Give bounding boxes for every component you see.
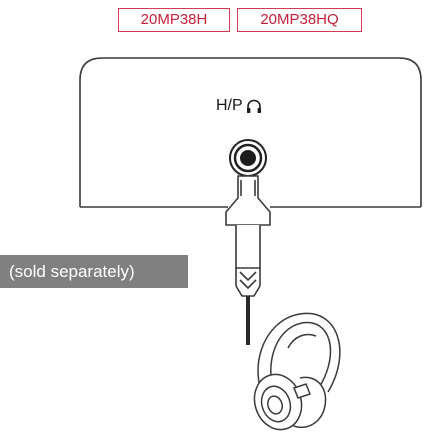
model-tag-20mp38hq: 20MP38HQ (237, 8, 362, 32)
headphone-jack-port (229, 139, 267, 177)
audio-plug (225, 175, 271, 297)
monitor-panel-outline (79, 57, 422, 207)
headphone-icon (246, 99, 261, 113)
port-label: H/P (216, 95, 262, 117)
headphones-illustration (253, 312, 341, 431)
sold-separately-label: (sold separately) (0, 255, 188, 288)
model-tag-20mp38h: 20MP38H (118, 8, 230, 32)
port-label-text: H/P (216, 97, 243, 114)
